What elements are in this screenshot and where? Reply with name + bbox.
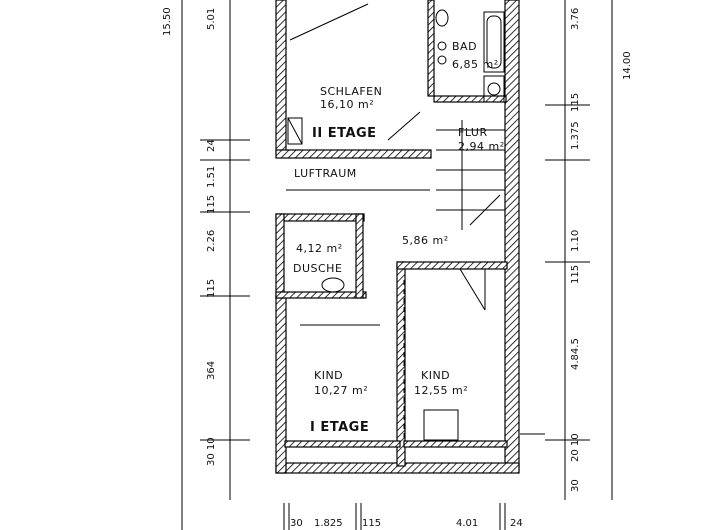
dim-right-1375: 1.375 — [570, 121, 581, 150]
dim-left-151: 1.51 — [206, 166, 217, 188]
dim-right-115b: 115 — [570, 265, 581, 284]
dim-right-total: 14.00 — [622, 51, 633, 80]
dim-bottom-30: 30 — [290, 518, 303, 529]
walls — [275, 0, 520, 474]
dim-left-top: 5.01 — [206, 8, 217, 30]
dim-left-3010: 30 10 — [206, 437, 217, 466]
dim-left-226: 2.26 — [206, 230, 217, 252]
floor-label-lower: I ETAGE — [310, 420, 369, 435]
room-label-dusche: DUSCHE — [293, 262, 342, 275]
room-label-bad: BAD — [452, 40, 477, 53]
room-area-flur: 2,94 m² — [458, 140, 505, 153]
dim-left-24: 24 — [206, 139, 217, 152]
dimension-lines — [181, 0, 613, 530]
dim-right-376: 3.76 — [570, 8, 581, 30]
dim-bottom-1825: 1.825 — [314, 518, 343, 529]
dim-left-115b: 115 — [206, 279, 217, 298]
dim-right-30: 30 — [570, 479, 581, 492]
room-label-kind-2: KIND — [421, 369, 450, 382]
room-label-flur: FLUR — [458, 126, 488, 139]
room-area-dusche: 4,12 m² — [296, 242, 343, 255]
room-area-bad: 6,85 m² — [452, 58, 499, 71]
dim-right-110: 1.10 — [570, 230, 581, 252]
dim-right-115a: 115 — [570, 93, 581, 112]
dim-left-115a: 115 — [206, 195, 217, 214]
dim-bottom-24: 24 — [510, 518, 523, 529]
dim-left-total: 15.50 — [162, 7, 173, 36]
floor-label-upper: II ETAGE — [312, 126, 377, 141]
room-area-kind-1: 10,27 m² — [314, 384, 368, 397]
room-area-schlafen: 16,10 m² — [320, 98, 374, 111]
room-label-schlafen: SCHLAFEN — [320, 85, 382, 98]
room-label-luftraum: LUFTRAUM — [294, 167, 357, 180]
room-area-hall: 5,86 m² — [402, 234, 449, 247]
fixtures — [286, 3, 505, 441]
dim-right-4845: 4.84.5 — [570, 338, 581, 370]
room-area-kind-2: 12,55 m² — [414, 384, 468, 397]
dim-right-2010: 20 10 — [570, 433, 581, 462]
room-label-kind-1: KIND — [314, 369, 343, 382]
dim-bottom-401: 4.01 — [456, 518, 478, 529]
dim-left-364: 364 — [206, 361, 217, 380]
dim-bottom-115: 115 — [362, 518, 381, 529]
